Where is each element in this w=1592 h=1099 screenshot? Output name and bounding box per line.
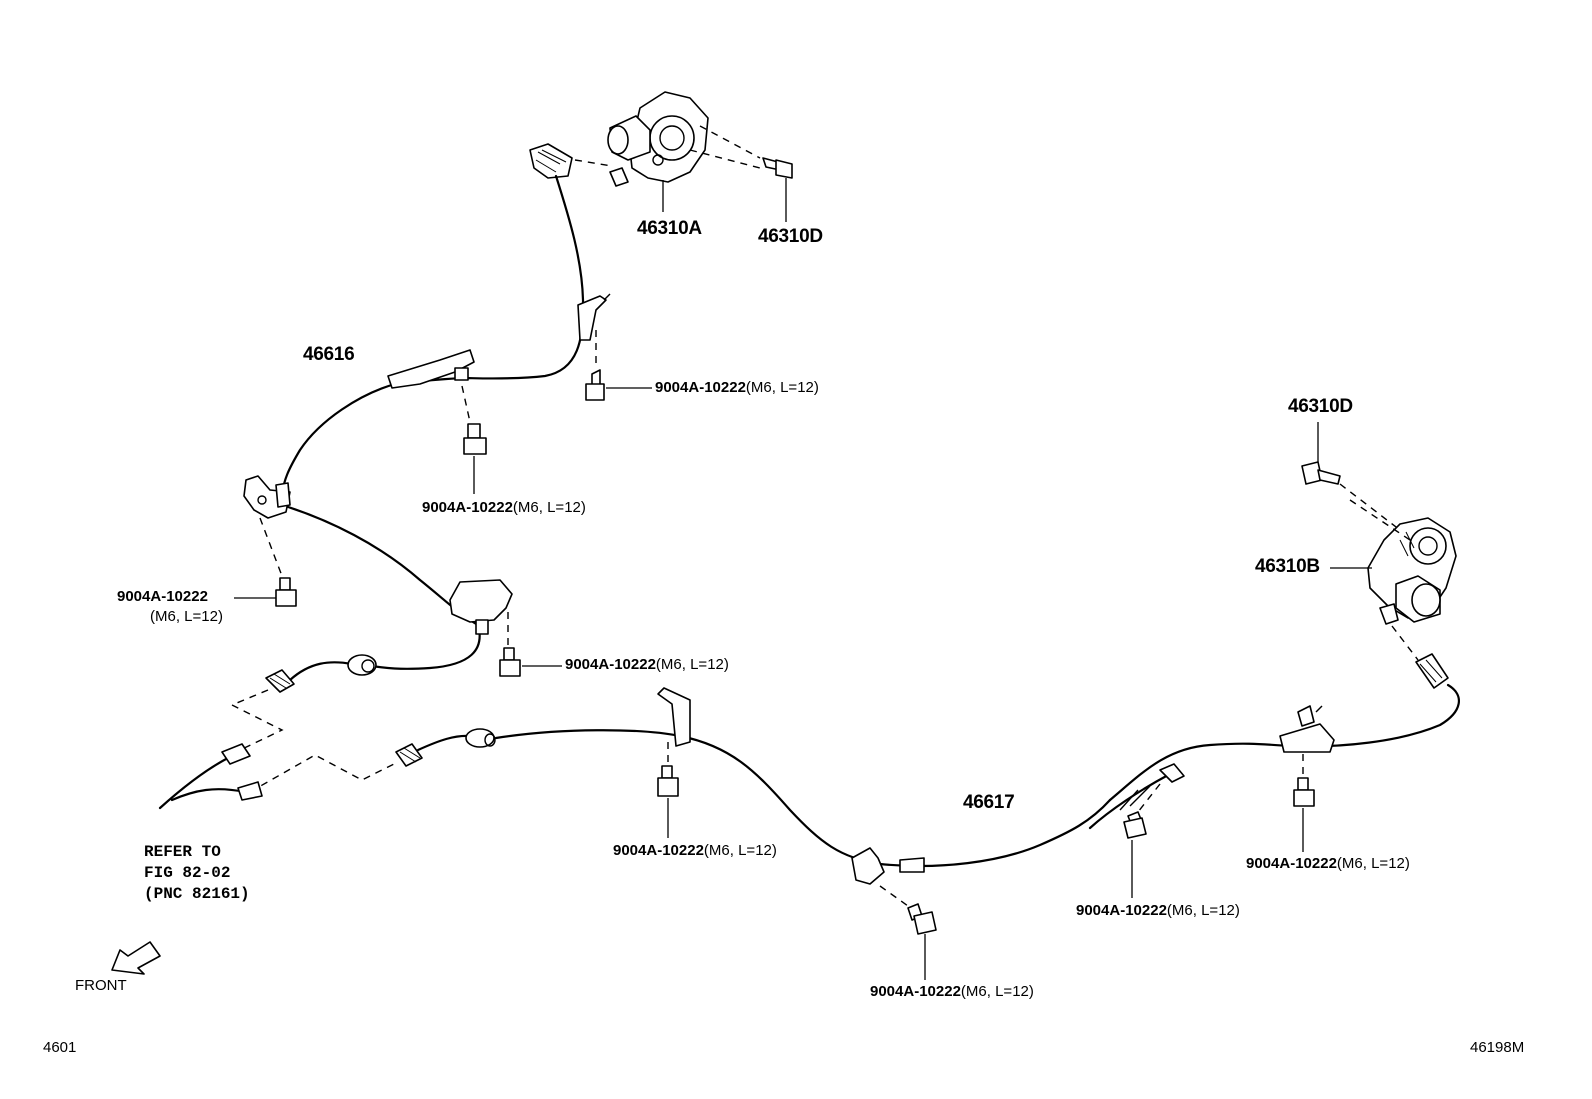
connector-icon (1415, 653, 1449, 689)
bolt-icon (585, 369, 605, 401)
bolt-icon (1293, 777, 1315, 807)
bolt-callout: 9004A-10222(M6, L=12) (1076, 902, 1240, 919)
bolt-icon (1123, 811, 1147, 839)
bolt-callout: 9004A-10222(M6, L=12) (1246, 855, 1410, 872)
refer-note-line: REFER TO (144, 843, 221, 861)
refer-note-line: (PNC 82161) (144, 885, 250, 903)
bolt-callout-split: 9004A-10222 (117, 588, 208, 605)
bolt-callout: 9004A-10222(M6, L=12) (422, 499, 586, 516)
connector-icon (265, 669, 295, 693)
bolt-icon (762, 157, 793, 179)
connector-icon (529, 143, 573, 179)
label-cable-right: 46617 (963, 792, 1015, 813)
bolt-icon (657, 765, 679, 797)
bolt-callout: 9004A-10222(M6, L=12) (870, 983, 1034, 1000)
front-label: FRONT (75, 977, 127, 994)
refer-note: REFER TO FIG 82-02 (PNC 82161) (144, 842, 250, 905)
front-arrow-icon (111, 941, 161, 975)
refer-note-line: FIG 82-02 (144, 864, 231, 882)
label-actuator-left: 46310A (637, 218, 702, 239)
label-bolt-actuator-left: 46310D (758, 226, 823, 247)
page-code-right: 46198M (1470, 1039, 1525, 1056)
bolt-icon (463, 423, 487, 455)
bolt-callout: 9004A-10222(M6, L=12) (613, 842, 777, 859)
label-bolt-actuator-right: 46310D (1288, 396, 1353, 417)
bolt-callout: 9004A-10222(M6, L=12) (655, 379, 819, 396)
bolt-icon (275, 577, 297, 607)
bolt-icon (1301, 461, 1341, 485)
page-code-left: 4601 (43, 1039, 77, 1056)
label-actuator-right: 46310B (1255, 556, 1320, 577)
label-cable-left: 46616 (303, 344, 355, 365)
connector-icon (395, 743, 423, 767)
bolt-icon (907, 903, 937, 935)
actuator-motor-icon (1367, 517, 1457, 625)
actuator-motor-icon (607, 91, 709, 187)
bolt-icon (499, 647, 521, 677)
bolt-callout: 9004A-10222(M6, L=12) (565, 656, 729, 673)
connector-icon (221, 743, 263, 801)
bolt-callout-spec: (M6, L=12) (150, 608, 223, 625)
